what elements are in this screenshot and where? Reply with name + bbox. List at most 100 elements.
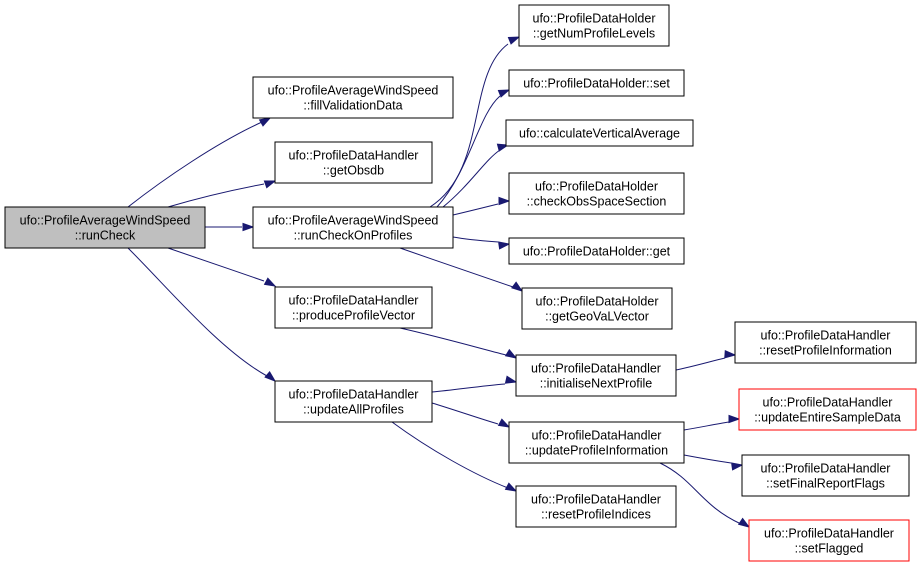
node-box-truncated[interactable] — [738, 388, 917, 431]
edge-n13-n17 — [683, 454, 744, 471]
arrowhead — [497, 418, 511, 428]
edge-n13-n16 — [683, 414, 741, 431]
edges-layer — [127, 36, 751, 528]
arrowhead — [504, 348, 518, 359]
edge-n3-n10 — [452, 236, 511, 250]
node-n0[interactable]: ufo::ProfileAverageWindSpeed::runCheck — [4, 206, 206, 249]
node-label: ufo::ProfileDataHandler — [531, 493, 661, 507]
node-box[interactable] — [515, 354, 677, 397]
edge-line — [167, 247, 265, 282]
arrowhead — [263, 277, 277, 287]
node-n7[interactable]: ufo::ProfileDataHolder::set — [508, 69, 685, 97]
node-box[interactable] — [274, 141, 433, 184]
edge-line — [659, 462, 742, 525]
node-n3[interactable]: ufo::ProfileAverageWindSpeed::runCheckOn… — [252, 206, 454, 249]
node-label: ufo::ProfileAverageWindSpeed — [20, 214, 191, 228]
node-label: ::resetProfileInformation — [759, 344, 892, 358]
edge-n3-n6 — [429, 36, 521, 208]
node-box[interactable] — [508, 172, 685, 215]
arrowhead — [504, 375, 518, 384]
node-label: ::setFinalReportFlags — [766, 477, 885, 491]
node-box[interactable] — [508, 69, 685, 97]
node-box-truncated[interactable] — [748, 519, 910, 562]
node-box-root[interactable] — [4, 206, 206, 249]
node-n8[interactable]: ufo::calculateVerticalAverage — [505, 119, 694, 147]
edge-line — [127, 121, 263, 208]
node-label: ::checkObsSpaceSection — [527, 195, 667, 209]
node-n6[interactable]: ufo::ProfileDataHolder::getNumProfileLev… — [518, 4, 670, 47]
node-n2[interactable]: ufo::ProfileDataHandler::getObsdb — [274, 141, 433, 184]
edge-n5-n12 — [431, 375, 518, 393]
edge-line — [127, 247, 268, 377]
node-label: ufo::ProfileDataHolder — [535, 180, 658, 194]
edge-line — [675, 357, 726, 371]
node-label: ufo::ProfileDataHolder — [533, 12, 656, 26]
arrowhead — [737, 517, 751, 528]
node-n18[interactable]: ufo::ProfileDataHandler::setFlagged — [748, 519, 910, 562]
arrowhead — [263, 180, 277, 189]
node-label: ufo::ProfileDataHandler — [289, 388, 419, 402]
node-label: ufo::ProfileDataHolder::get — [523, 245, 671, 259]
node-n9[interactable]: ufo::ProfileDataHolder::checkObsSpaceSec… — [508, 172, 685, 215]
node-n15[interactable]: ufo::ProfileDataHandler::resetProfileInf… — [734, 321, 917, 364]
edge-line — [452, 236, 499, 243]
node-label: ufo::ProfileAverageWindSpeed — [268, 214, 439, 228]
edge-line — [683, 454, 732, 464]
edge-n0-n3 — [204, 222, 255, 232]
node-n12[interactable]: ufo::ProfileDataHandler::initialiseNextP… — [515, 354, 677, 397]
edge-n0-n1 — [127, 117, 272, 208]
node-n4[interactable]: ufo::ProfileDataHandler::produceProfileV… — [274, 286, 433, 329]
node-n10[interactable]: ufo::ProfileDataHolder::get — [508, 237, 685, 265]
node-n14[interactable]: ufo::ProfileDataHandler::resetProfileInd… — [515, 485, 677, 528]
node-label: ::initialiseNextProfile — [540, 377, 653, 391]
node-box[interactable] — [518, 4, 670, 47]
edge-line — [436, 95, 501, 208]
edge-line — [429, 43, 509, 208]
node-n11[interactable]: ufo::ProfileDataHolder::getGeoVaLVector — [521, 287, 673, 330]
edge-n3-n11 — [399, 247, 524, 292]
arrowhead — [496, 143, 510, 152]
arrowhead — [498, 241, 511, 250]
edge-line — [442, 149, 501, 208]
edge-n3-n9 — [452, 196, 511, 216]
arrowhead — [511, 281, 524, 292]
node-box[interactable] — [521, 287, 673, 330]
node-box[interactable] — [252, 206, 454, 249]
nodes-layer: ufo::ProfileAverageWindSpeed::runCheckuf… — [4, 4, 917, 562]
node-box[interactable] — [515, 485, 677, 528]
node-label: ufo::ProfileDataHandler — [532, 429, 662, 443]
node-box[interactable] — [505, 119, 694, 147]
node-box[interactable] — [508, 237, 685, 265]
edge-line — [167, 183, 265, 208]
node-label: ufo::calculateVerticalAverage — [519, 127, 680, 141]
edge-n0-n4 — [167, 247, 277, 287]
node-label: ::updateEntireSampleData — [754, 411, 901, 425]
edge-line — [399, 327, 507, 356]
node-n16[interactable]: ufo::ProfileDataHandler::updateEntireSam… — [738, 388, 917, 431]
arrowhead — [507, 36, 521, 45]
node-box[interactable] — [274, 380, 433, 423]
edge-n0-n2 — [167, 180, 277, 208]
edge-line — [391, 421, 509, 489]
node-box[interactable] — [252, 76, 454, 119]
node-n1[interactable]: ufo::ProfileAverageWindSpeed::fillValida… — [252, 76, 454, 119]
arrowhead — [258, 117, 272, 127]
arrowhead — [728, 414, 741, 424]
node-label: ::produceProfileVector — [292, 309, 415, 323]
node-n13[interactable]: ufo::ProfileDataHandler::updateProfileIn… — [508, 421, 685, 464]
node-label: ufo::ProfileAverageWindSpeed — [268, 84, 439, 98]
node-box[interactable] — [508, 421, 685, 464]
node-label: ufo::ProfileDataHolder::set — [523, 77, 670, 91]
node-box[interactable] — [734, 321, 917, 364]
node-n17[interactable]: ufo::ProfileDataHandler::setFinalReportF… — [741, 454, 910, 497]
node-n5[interactable]: ufo::ProfileDataHandler::updateAllProfil… — [274, 380, 433, 423]
edge-n13-n18 — [659, 462, 751, 528]
arrowhead — [504, 482, 518, 492]
edge-n5-n13 — [431, 402, 511, 428]
node-label: ::resetProfileIndices — [541, 508, 651, 522]
node-box[interactable] — [274, 286, 433, 329]
node-box[interactable] — [741, 454, 910, 497]
node-label: ufo::ProfileDataHandler — [289, 149, 419, 163]
edge-n0-n5 — [127, 247, 277, 382]
